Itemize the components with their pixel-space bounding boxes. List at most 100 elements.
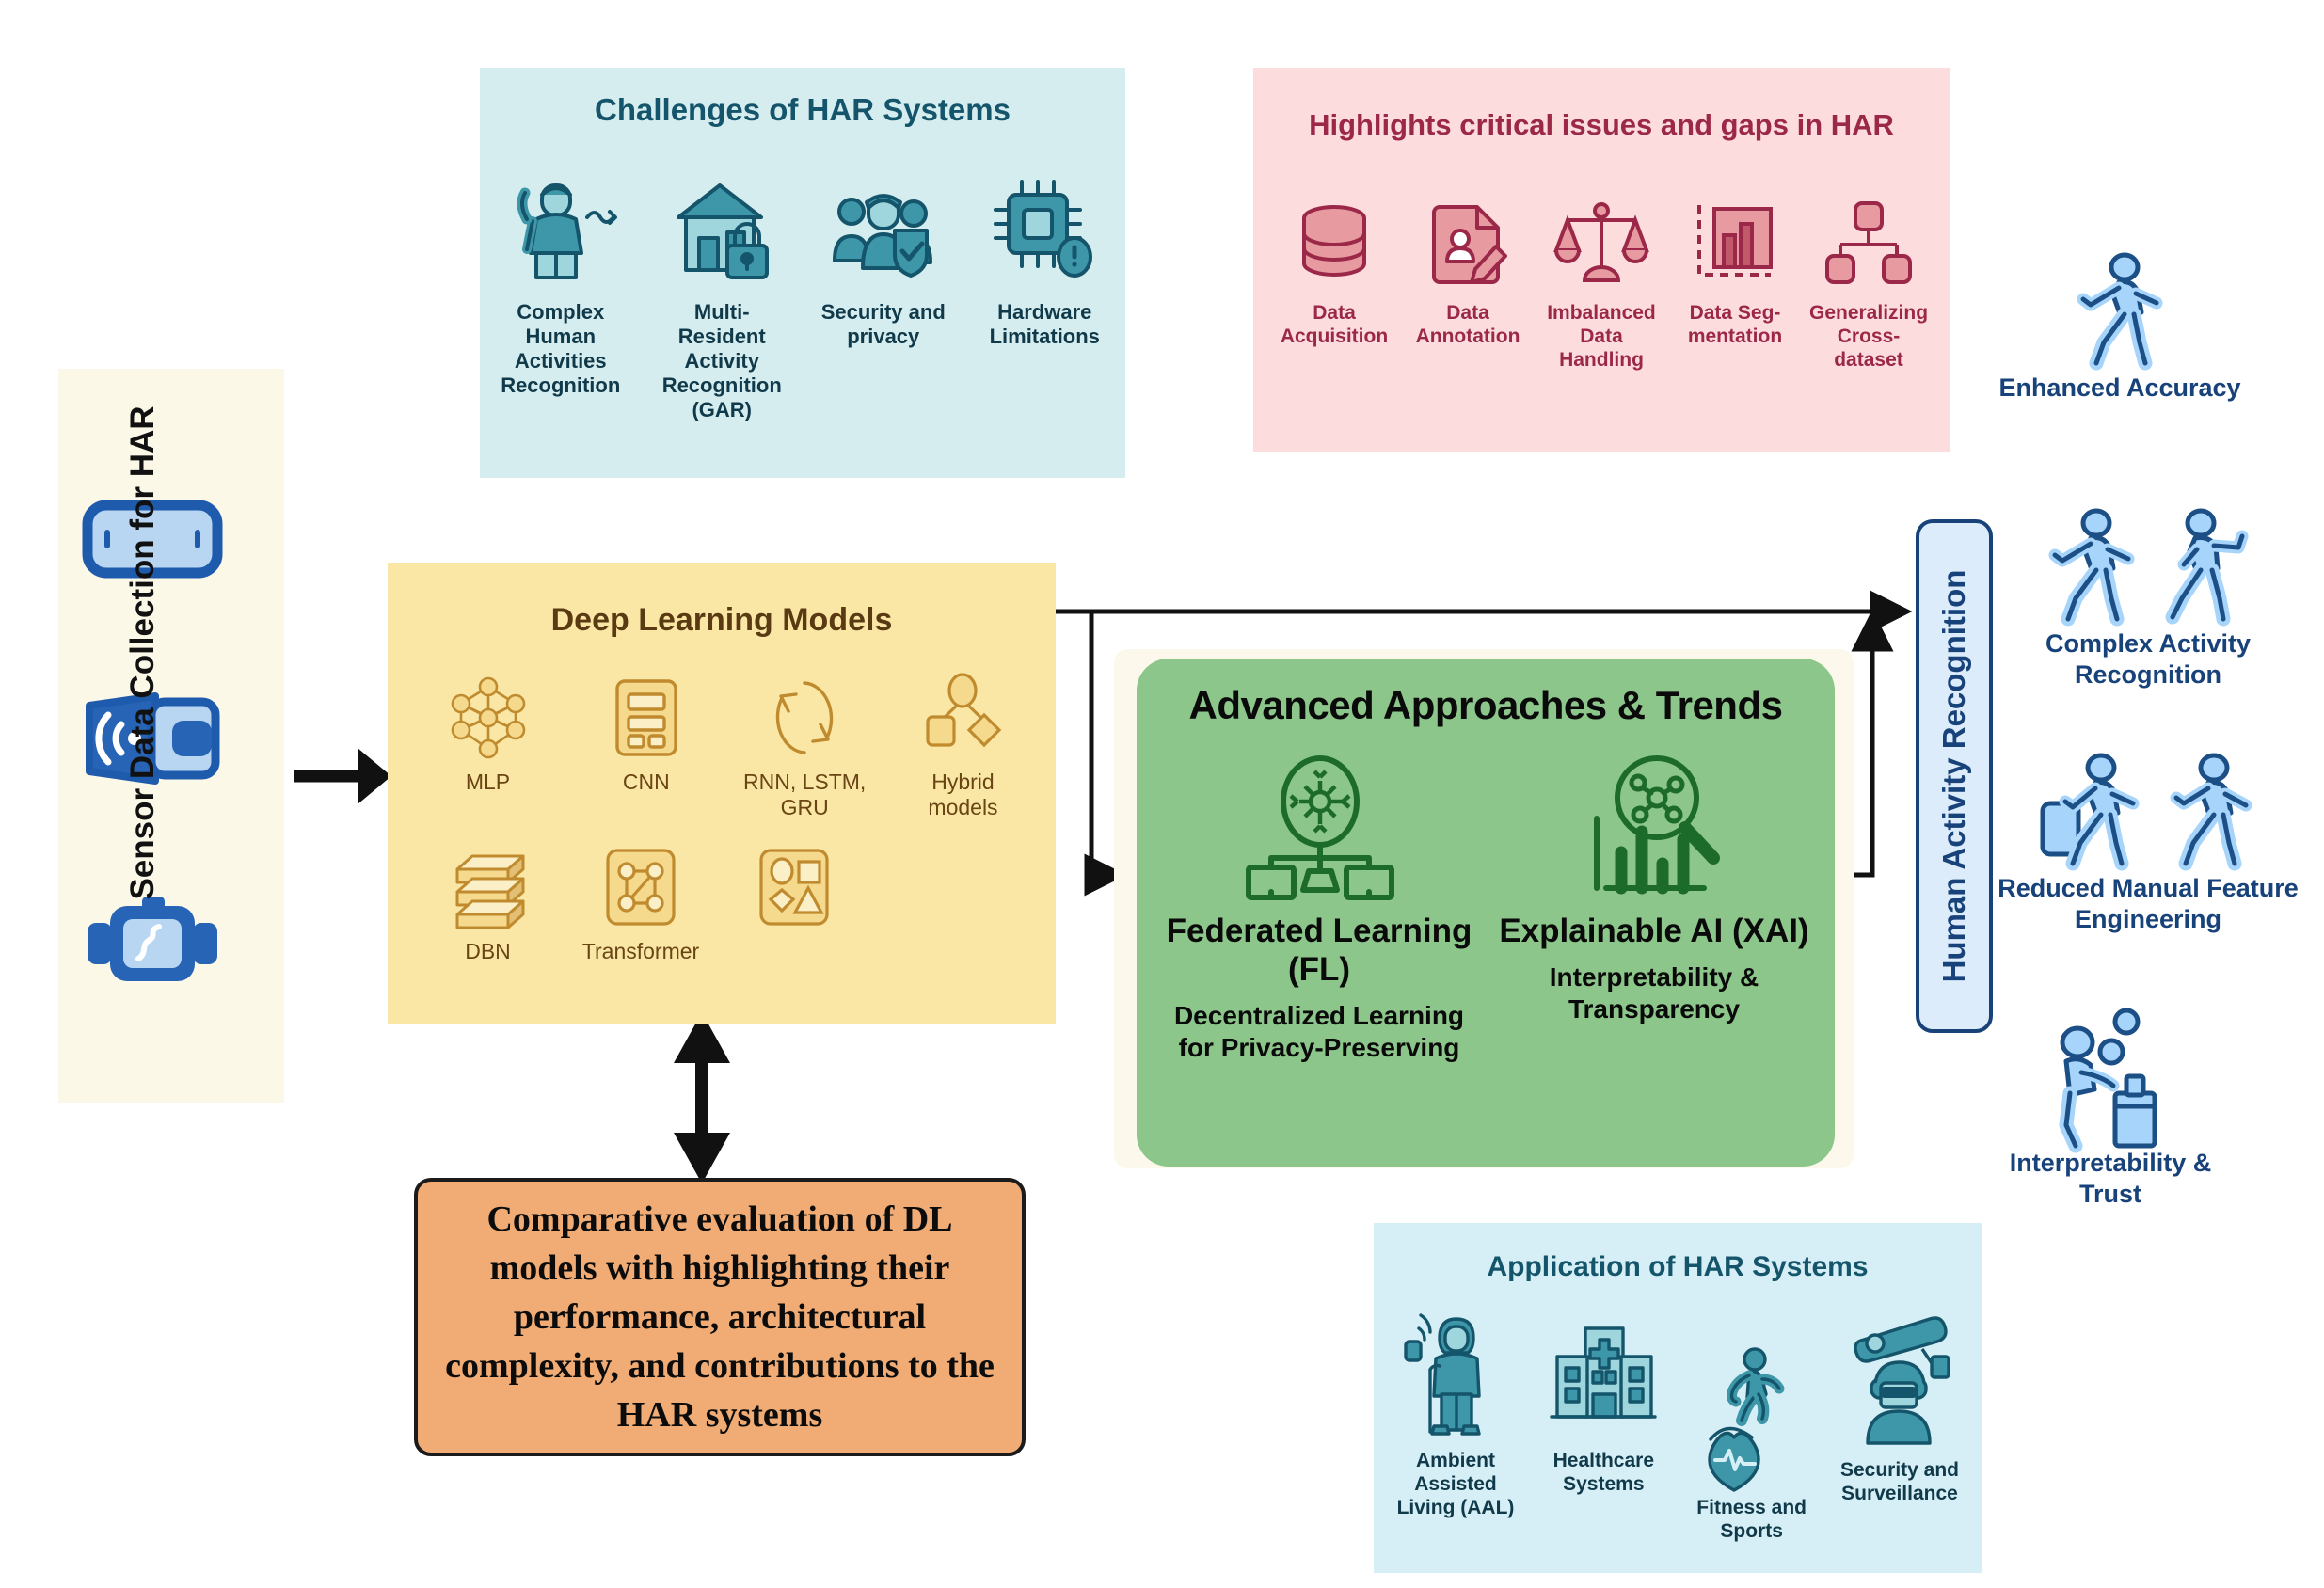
sensor-icon-list bbox=[68, 442, 237, 1044]
gap-item-data-annotation: Data Annotation bbox=[1406, 198, 1530, 348]
person-with-box-icon bbox=[2170, 753, 2252, 871]
challenge-label: Multi-Resident Activity Recognition (GAR… bbox=[661, 300, 782, 421]
outcome-label: Complex Activity Recognition bbox=[2045, 629, 2252, 689]
outcome-reduced-feature-engineering: Reduced Manual Feature Engineering bbox=[1993, 753, 2303, 935]
challenge-label: Complex Human Activities Recognition bbox=[501, 300, 621, 397]
magnifier-chart-icon bbox=[1593, 755, 1720, 895]
advanced-col-federated-learning: Federated Learning (FL) Decentralized Le… bbox=[1164, 753, 1474, 1157]
person-juggling-icon bbox=[2059, 1008, 2157, 1153]
chip-warning-icon bbox=[994, 180, 1093, 278]
outcome-figures bbox=[2076, 252, 2165, 373]
challenges-panel bbox=[480, 68, 1125, 478]
advanced-subtext: Decentralized Learning for Privacy-Prese… bbox=[1173, 1001, 1465, 1062]
outcome-label: Interpretability & Trust bbox=[2009, 1149, 2212, 1208]
advanced-heading: Federated Learning (FL) bbox=[1166, 913, 1472, 988]
challenge-label: Security and privacy bbox=[820, 300, 946, 348]
challenge-item-multi-resident: Multi-Resident Activity Recognition (GAR… bbox=[651, 174, 792, 422]
challenge-item-security-privacy: Security and privacy bbox=[813, 174, 954, 349]
gaps-title: Highlights critical issues and gaps in H… bbox=[1309, 108, 1894, 141]
gap-item-data-segmentation: Data Seg-mentation bbox=[1673, 198, 1797, 348]
challenges-title: Challenges of HAR Systems bbox=[595, 92, 1011, 127]
sensor-panel-label: Sensor Data Collection for HAR bbox=[124, 405, 161, 900]
walking-person-icon bbox=[2077, 252, 2162, 371]
application-item-aal: Ambient Assisted Living (AAL) bbox=[1385, 1310, 1526, 1519]
application-item-security: Security and Surveillance bbox=[1829, 1310, 1970, 1505]
human-activity-recognition-label: Human Activity Recognition bbox=[1936, 569, 1971, 983]
dl-to-advanced-arrow bbox=[1084, 613, 1127, 897]
scales-icon bbox=[1553, 202, 1649, 282]
gap-item-imbalanced-data: Imbalanced Data Handling bbox=[1539, 198, 1663, 372]
advanced-col-explainable-ai: Explainable AI (XAI) Interpretability & … bbox=[1499, 753, 1809, 1157]
outcome-label: Reduced Manual Feature Engineering bbox=[1998, 874, 2299, 933]
federated-network-icon bbox=[1245, 755, 1394, 900]
dl-item-rnn: RNN, LSTM, GRU bbox=[737, 675, 873, 820]
gap-label: Data Annotation bbox=[1415, 302, 1520, 347]
application-label: Fitness and Sports bbox=[1696, 1497, 1807, 1542]
outcome-figures bbox=[2047, 508, 2249, 628]
gap-label: Generalizing Cross-dataset bbox=[1808, 302, 1929, 371]
people-shield-icon bbox=[832, 194, 932, 278]
smartwatch-icon bbox=[88, 896, 217, 981]
gap-label: Data Acquisition bbox=[1280, 302, 1389, 347]
advanced-heading: Explainable AI (XAI) bbox=[1499, 913, 1809, 949]
person-with-box-icon bbox=[2040, 753, 2139, 871]
hospital-icon bbox=[1550, 1326, 1657, 1419]
outcome-figures bbox=[2049, 1007, 2172, 1153]
dl-label: DBN bbox=[465, 939, 511, 963]
runner-heart-icon bbox=[1707, 1347, 1785, 1492]
dl-item-hybrid: Hybrid models bbox=[895, 673, 1031, 820]
dl-item-cnn: CNN bbox=[578, 675, 714, 795]
dl-label: RNN, LSTM, GRU bbox=[742, 770, 867, 819]
document-pen-icon bbox=[1432, 205, 1507, 284]
dl-item-mixed bbox=[725, 845, 862, 939]
challenge-label: Hardware Limitations bbox=[989, 300, 1100, 348]
stacked-layers-icon bbox=[455, 854, 524, 929]
advanced-subtext: Interpretability & Transparency bbox=[1549, 962, 1759, 1024]
dl-item-transformer: Transformer bbox=[573, 845, 709, 964]
application-item-fitness: Fitness and Sports bbox=[1681, 1310, 1823, 1543]
elderly-person-sensor-icon bbox=[1403, 1313, 1481, 1436]
bar-chart-dashed-icon bbox=[1697, 205, 1773, 277]
outcome-interpretability-trust: Interpretability & Trust bbox=[1993, 1007, 2228, 1210]
applications-item-list: Ambient Assisted Living (AAL) Healthcare… bbox=[1385, 1310, 1970, 1564]
recurrent-loop-icon bbox=[775, 681, 834, 754]
deep-learning-row-2: DBN Transformer bbox=[420, 845, 862, 964]
hierarchy-icon bbox=[1825, 201, 1912, 284]
gaps-item-list: Data Acquisition Data Annotation bbox=[1272, 198, 1931, 433]
database-icon bbox=[1302, 205, 1366, 277]
outcome-figures bbox=[2040, 753, 2256, 873]
application-label: Security and Surveillance bbox=[1839, 1459, 1959, 1504]
deep-learning-title: Deep Learning Models bbox=[550, 602, 893, 638]
sidebar-to-dl-arrow bbox=[294, 748, 391, 804]
outcome-complex-activity: Complex Activity Recognition bbox=[1993, 508, 2303, 691]
application-label: Healthcare Systems bbox=[1552, 1450, 1655, 1495]
gap-item-generalizing: Generalizing Cross-dataset bbox=[1807, 198, 1931, 372]
dl-label: Transformer bbox=[581, 939, 700, 963]
comparative-evaluation-text: Comparative evaluation of DL models with… bbox=[445, 1199, 995, 1435]
neural-network-icon bbox=[451, 676, 525, 759]
smartphone-icon bbox=[82, 500, 223, 579]
person-waving-icon bbox=[517, 183, 617, 279]
dl-item-mlp: MLP bbox=[420, 675, 556, 795]
advanced-panel bbox=[1137, 659, 1835, 1167]
outcome-enhanced-accuracy: Enhanced Accuracy bbox=[1993, 252, 2247, 404]
two-walking-people-icon bbox=[2165, 508, 2249, 627]
deep-learning-row-1: MLP CNN RNN, LSTM, GRU bbox=[420, 673, 1031, 820]
gap-label: Imbalanced Data Handling bbox=[1547, 302, 1656, 371]
mixed-shapes-icon bbox=[758, 849, 829, 926]
comparative-evaluation-panel: Comparative evaluation of DL models with… bbox=[414, 1178, 1026, 1456]
dl-comparative-double-arrow bbox=[674, 1012, 730, 1183]
layers-panel-icon bbox=[615, 679, 677, 756]
application-label: Ambient Assisted Living (AAL) bbox=[1396, 1450, 1515, 1518]
dl-item-dbn: DBN bbox=[420, 845, 556, 964]
outcome-label: Enhanced Accuracy bbox=[1998, 373, 2241, 402]
house-lock-icon bbox=[677, 183, 770, 279]
gap-item-data-acquisition: Data Acquisition bbox=[1272, 198, 1396, 348]
application-item-healthcare: Healthcare Systems bbox=[1533, 1310, 1674, 1496]
cctv-thief-icon bbox=[1854, 1316, 1950, 1445]
wifi-sensor-icon bbox=[86, 691, 220, 785]
challenge-item-complex-activities: Complex Human Activities Recognition bbox=[490, 174, 631, 398]
hybrid-shapes-icon bbox=[926, 673, 1002, 748]
challenges-item-list: Complex Human Activities Recognition Mul… bbox=[480, 165, 1125, 475]
dl-label: Hybrid models bbox=[928, 770, 998, 819]
